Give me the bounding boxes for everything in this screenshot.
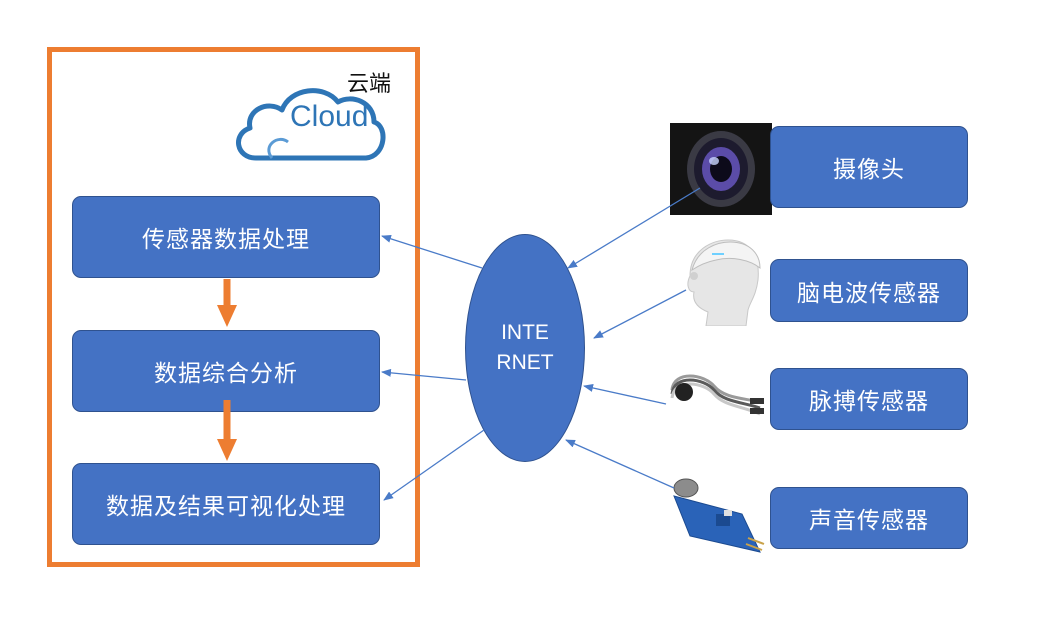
cloud-logo-text: Cloud bbox=[290, 100, 368, 133]
sensor-label: 摄像头 bbox=[833, 157, 905, 183]
internet-label-line1: INTE bbox=[501, 321, 549, 344]
pulse-sensor-icon bbox=[664, 352, 770, 430]
sensor-box-eeg: 脑电波传感器 bbox=[770, 259, 968, 322]
sensor-label: 脉搏传感器 bbox=[809, 389, 929, 415]
cloud-caption: 云端 bbox=[347, 72, 392, 97]
processing-step-visualization: 数据及结果可视化处理 bbox=[72, 463, 380, 545]
cloud-panel-frame bbox=[47, 47, 420, 567]
arrow-sound-to-internet bbox=[565, 439, 675, 489]
camera-lens-icon bbox=[670, 123, 772, 215]
sensor-label: 声音传感器 bbox=[809, 508, 929, 534]
sensor-label: 脑电波传感器 bbox=[797, 280, 941, 307]
arrow-pulse-to-internet bbox=[583, 384, 667, 405]
eeg-headset-icon bbox=[672, 236, 768, 326]
internet-label-line2: RNET bbox=[496, 351, 554, 374]
sensor-box-sound: 声音传感器 bbox=[770, 487, 968, 549]
sound-sensor-icon bbox=[664, 470, 770, 562]
cloud-logo-icon: Cloud bbox=[236, 88, 386, 161]
sensor-box-pulse: 脉搏传感器 bbox=[770, 368, 968, 430]
processing-step-label: 传感器数据处理 bbox=[142, 227, 310, 253]
processing-step-label: 数据综合分析 bbox=[154, 361, 298, 387]
processing-step-label: 数据及结果可视化处理 bbox=[106, 494, 346, 520]
internet-ellipse: INTE RNET bbox=[465, 234, 585, 462]
processing-step-analysis: 数据综合分析 bbox=[72, 330, 380, 412]
processing-step-sensor-data: 传感器数据处理 bbox=[72, 196, 380, 278]
sensor-box-camera: 摄像头 bbox=[770, 126, 968, 208]
